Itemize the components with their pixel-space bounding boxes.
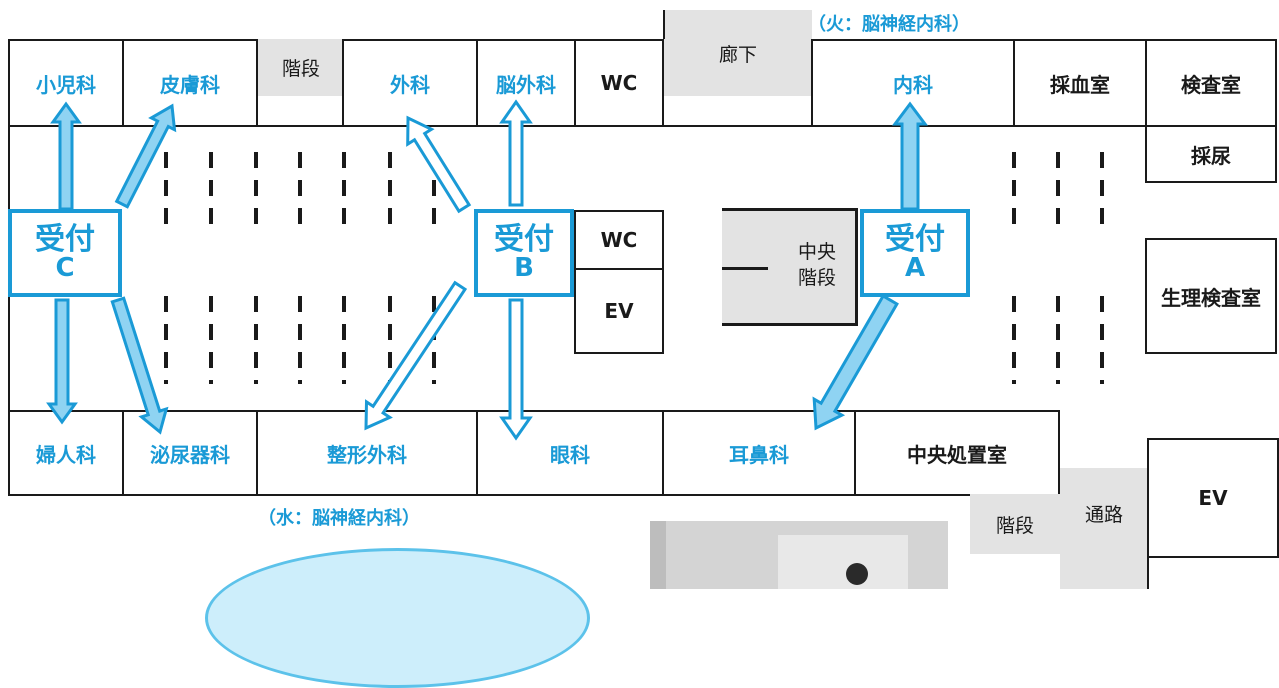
- photo-thumbnail: [650, 521, 948, 589]
- central-stairs: 中央 階段: [722, 208, 858, 326]
- waiting-chairs: [164, 152, 1104, 384]
- note-tuesday: （火：脳神経内科）: [808, 14, 970, 35]
- room-elevator-middle: EV: [574, 268, 664, 354]
- room-central-treatment: 中央処置室: [854, 410, 1060, 496]
- arrow-b-to-orthopedics: [364, 280, 468, 431]
- note-wednesday: （水：脳神経内科）: [258, 508, 420, 529]
- reception-b-label: 受付: [494, 222, 554, 257]
- reception-b: 受付 B: [474, 209, 574, 297]
- arrow-a-to-internal-medicine: [892, 101, 928, 211]
- reception-c-letter: C: [55, 253, 75, 283]
- arrow-c-to-urology: [110, 296, 169, 435]
- central-stairs-label: 中央 階段: [778, 239, 856, 291]
- corridor: 廊下: [664, 10, 812, 96]
- reception-c-label: 受付: [35, 222, 95, 257]
- room-physiology-exam: 生理検査室: [1145, 238, 1277, 354]
- arrow-a-to-ent: [812, 293, 899, 431]
- central-stairs-bar: [722, 267, 768, 270]
- reception-c: 受付 C: [8, 209, 122, 297]
- room-elevator-right: EV: [1147, 438, 1279, 558]
- arrow-c-to-gynecology: [46, 298, 78, 425]
- arrow-b-to-neurosurgery: [499, 99, 533, 207]
- room-wc-middle: WC: [574, 210, 664, 270]
- room-urology: 泌尿器科: [122, 410, 258, 496]
- reception-a: 受付 A: [860, 209, 970, 297]
- stairs-bottom: 階段: [970, 494, 1060, 554]
- central-stairs-line1: 中央: [797, 241, 836, 263]
- central-stairs-line2: 階段: [797, 267, 836, 289]
- reception-b-letter: B: [514, 253, 534, 283]
- room-examination: 検査室: [1145, 39, 1277, 127]
- passage: 通路: [1060, 468, 1148, 589]
- ev-right-wall: [1147, 556, 1149, 589]
- arrow-c-to-dermatology: [114, 103, 177, 209]
- arrow-b-to-ophthalmology: [499, 298, 533, 441]
- reception-a-letter: A: [904, 253, 926, 283]
- room-blood-collection: 採血室: [1013, 39, 1147, 127]
- hall-wall-top: [8, 125, 1148, 127]
- direction-arrows: [46, 99, 928, 441]
- arrow-b-to-surgery: [406, 115, 472, 214]
- corridor-edge: [663, 10, 665, 39]
- arrow-overlay: [46, 99, 1104, 441]
- reception-a-label: 受付: [885, 222, 945, 257]
- stairs-top: 階段: [258, 39, 344, 96]
- room-urine-collection: 採尿: [1145, 125, 1277, 183]
- arrow-c-to-pediatrics: [50, 101, 82, 211]
